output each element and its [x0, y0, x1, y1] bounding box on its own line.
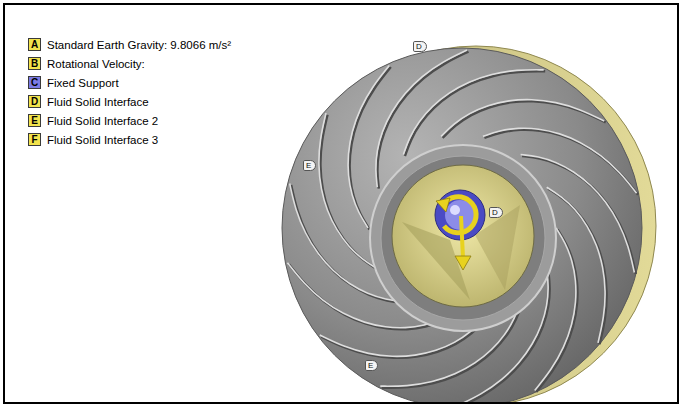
legend-swatch: F: [28, 133, 41, 146]
gravity-arrowhead: [455, 256, 471, 270]
legend-text: Fluid Solid Interface: [47, 96, 149, 108]
legend-text: Rotational Velocity:: [47, 58, 145, 70]
impeller-eye: [392, 165, 534, 307]
legend-swatch: B: [28, 57, 41, 70]
legend-text: Standard Earth Gravity: 9.8066 m/s²: [47, 39, 231, 51]
boundary-tag: E: [303, 160, 316, 171]
legend-row: C Fixed Support: [28, 75, 119, 90]
legend-letter: D: [31, 97, 38, 107]
legend-letter: A: [31, 40, 38, 50]
boundary-tag: E: [365, 360, 378, 371]
gravity-arrow: [461, 216, 463, 258]
legend-text: Fluid Solid Interface 3: [47, 134, 158, 146]
legend-text: Fluid Solid Interface 2: [47, 115, 158, 127]
blade-edge: [319, 113, 377, 269]
hub-inner-ring: [381, 156, 545, 320]
impeller-disc: [282, 48, 642, 402]
legend-row: B Rotational Velocity:: [28, 56, 145, 71]
legend-row: A Standard Earth Gravity: 9.8066 m/s²: [28, 37, 231, 52]
boundary-tag: D: [489, 207, 503, 218]
legend-letter: E: [31, 116, 38, 126]
legend-swatch: E: [28, 114, 41, 127]
rotation-arrowhead: [436, 198, 450, 212]
legend-letter: B: [31, 59, 38, 69]
blade-shadow: [443, 101, 606, 138]
blade-group: [287, 50, 638, 402]
hub-ring: [370, 145, 556, 331]
legend-swatch: A: [28, 38, 41, 51]
legend-letter: C: [31, 78, 38, 88]
legend-row: F Fluid Solid Interface 3: [28, 132, 158, 147]
legend-swatch: D: [28, 95, 41, 108]
impeller: [282, 46, 656, 402]
legend-row: E Fluid Solid Interface 2: [28, 113, 158, 128]
boundary-tag: D: [413, 41, 427, 52]
shaft-highlight: [450, 205, 460, 215]
blade-edge: [441, 100, 604, 137]
blade-edge: [547, 187, 605, 343]
legend-letter: F: [31, 135, 37, 145]
legend-swatch: C: [28, 76, 41, 89]
legend-row: D Fluid Solid Interface: [28, 94, 149, 109]
legend-text: Fixed Support: [47, 77, 119, 89]
image-frame: [4, 4, 678, 403]
